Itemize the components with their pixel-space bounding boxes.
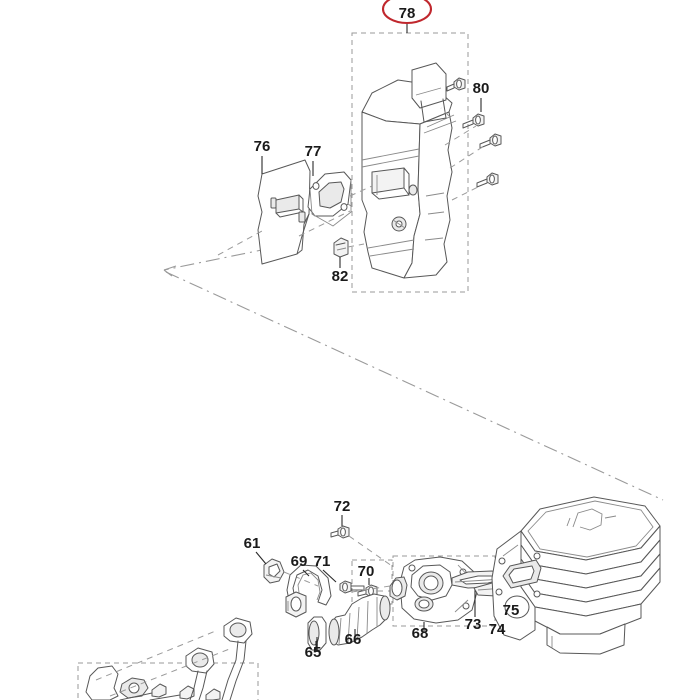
spark-arrestor-cover	[411, 62, 447, 123]
muffler-body	[361, 79, 457, 279]
intake-cylinder-group	[77, 496, 661, 700]
label-69: 69	[291, 553, 308, 570]
leader-61	[255, 551, 267, 565]
muffler-group-box	[351, 32, 469, 293]
label-74: 74	[489, 621, 506, 638]
label-78: 78	[399, 5, 416, 22]
bottom-left-parts	[85, 617, 253, 700]
cylinder-block	[491, 496, 661, 655]
part-number-labels: 78 80 76 77 82 61 69 71 72 70 65 66 68 7…	[244, 5, 520, 661]
screw-80-a	[446, 77, 466, 92]
label-65: 65	[305, 644, 322, 661]
assembly-chain-line	[163, 242, 664, 501]
label-73: 73	[465, 616, 482, 633]
leader-71	[322, 569, 337, 583]
clip-82	[333, 237, 365, 268]
label-61: 61	[244, 535, 261, 552]
leader-69	[302, 569, 310, 577]
hose-69	[286, 564, 332, 607]
label-66: 66	[345, 631, 362, 648]
label-76: 76	[254, 138, 271, 155]
screw-72	[330, 515, 393, 567]
screw-80-b	[462, 113, 485, 129]
label-71: 71	[314, 553, 331, 570]
screw-71	[322, 569, 365, 594]
label-80: 80	[473, 80, 490, 97]
hose-fitting	[285, 591, 307, 618]
label-68: 68	[412, 625, 429, 642]
bottom-left-box	[77, 662, 259, 700]
label-75: 75	[503, 602, 520, 619]
heat-shield-76	[217, 156, 351, 265]
screw-80-d	[476, 172, 499, 188]
label-82: 82	[332, 268, 349, 285]
label-77: 77	[305, 143, 322, 160]
label-72: 72	[334, 498, 351, 515]
clamp-61	[255, 551, 319, 587]
muffler-group	[217, 22, 502, 293]
bellows-66	[328, 593, 391, 646]
muffler-screws	[440, 77, 502, 201]
screw-80-c	[479, 133, 502, 149]
gasket-77	[307, 161, 373, 227]
label-70: 70	[358, 563, 375, 580]
intake-manifold-68	[351, 556, 478, 632]
highlight-ellipse-78	[381, 0, 433, 25]
